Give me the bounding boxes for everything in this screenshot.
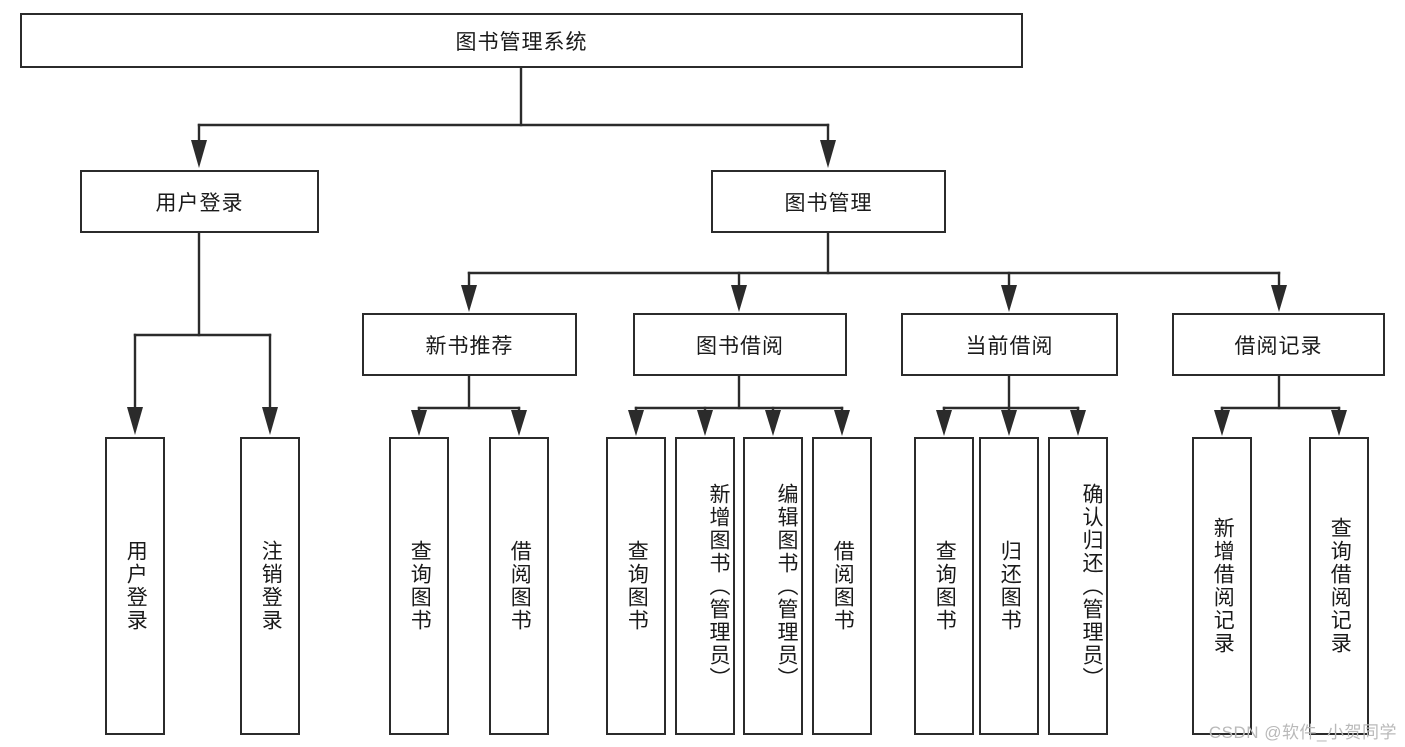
node-leaf-add-record[interactable]: 新增借阅记录 [1192,437,1252,735]
arrowhead-leaf-user-login [127,407,143,435]
arrowhead-book-management [820,140,836,168]
node-borrow-record[interactable]: 借阅记录 [1172,313,1385,376]
node-leaf-return-book[interactable]: 归还图书 [979,437,1039,735]
arrowhead-leaf-add-record [1214,410,1230,436]
arrowhead-book-borrow [731,285,747,312]
arrowhead-leaf-query-book-3 [936,410,952,436]
arrowhead-new-book-recommend [461,285,477,312]
node-leaf-logout-login[interactable]: 注销登录 [240,437,300,735]
node-leaf-query-book-3[interactable]: 查询图书 [914,437,974,735]
arrowhead-leaf-borrow-book-2 [834,410,850,436]
node-leaf-query-book-1[interactable]: 查询图书 [389,437,449,735]
node-root[interactable]: 图书管理系统 [20,13,1023,68]
node-leaf-user-login[interactable]: 用户登录 [105,437,165,735]
arrowhead-leaf-return-book [1001,410,1017,436]
node-leaf-confirm-return[interactable]: 确认归还（管理员） [1048,437,1108,735]
node-leaf-add-book[interactable]: 新增图书（管理员） [675,437,735,735]
arrowhead-user-login [191,140,207,168]
node-leaf-query-record[interactable]: 查询借阅记录 [1309,437,1369,735]
arrowhead-leaf-query-book-2 [628,410,644,436]
node-current-borrow[interactable]: 当前借阅 [901,313,1118,376]
arrowhead-leaf-query-book-1 [411,410,427,436]
node-book-borrow[interactable]: 图书借阅 [633,313,847,376]
arrowhead-leaf-query-record [1331,410,1347,436]
node-new-book-recommend[interactable]: 新书推荐 [362,313,577,376]
arrowhead-leaf-edit-book [765,410,781,436]
arrowhead-borrow-record [1271,285,1287,312]
node-leaf-edit-book[interactable]: 编辑图书（管理员） [743,437,803,735]
csdn-watermark: CSDN @软件_小贺同学 [1208,723,1397,742]
node-leaf-borrow-book-1[interactable]: 借阅图书 [489,437,549,735]
node-leaf-query-book-2[interactable]: 查询图书 [606,437,666,735]
node-book-management[interactable]: 图书管理 [711,170,946,233]
arrowhead-leaf-logout-login [262,407,278,435]
arrowhead-current-borrow [1001,285,1017,312]
node-user-login[interactable]: 用户登录 [80,170,319,233]
arrowhead-leaf-borrow-book-1 [511,410,527,436]
arrowhead-leaf-add-book [697,410,713,436]
arrowhead-leaf-confirm-return [1070,410,1086,436]
node-leaf-borrow-book-2[interactable]: 借阅图书 [812,437,872,735]
